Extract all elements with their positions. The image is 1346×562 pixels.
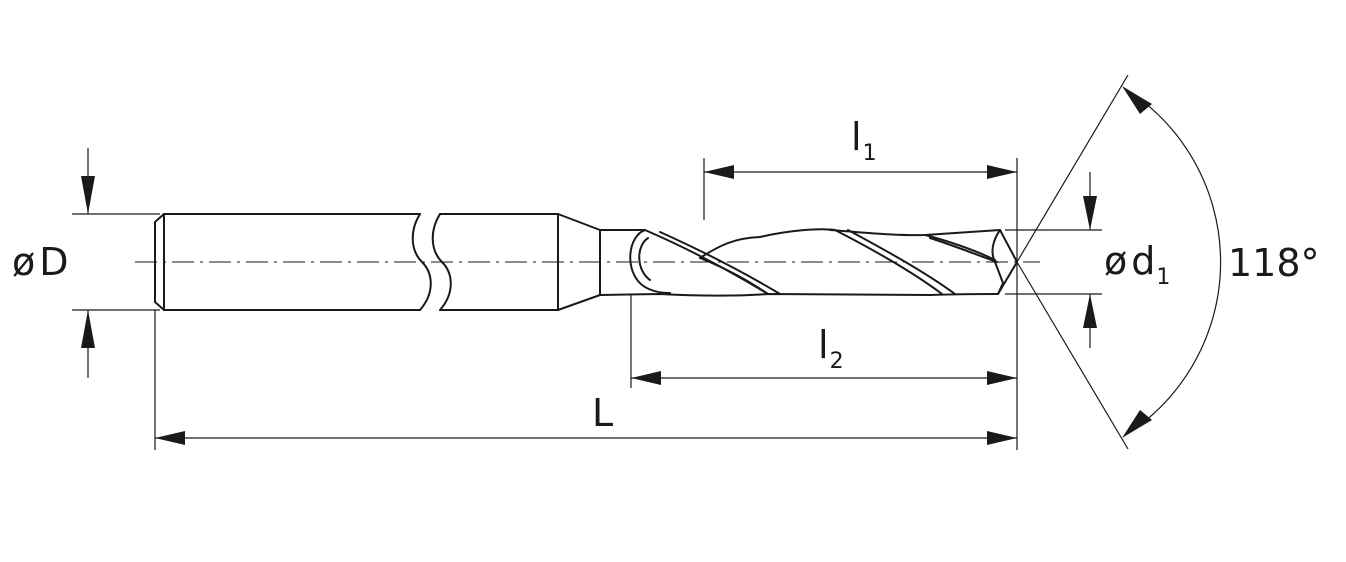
cutting-diameter-letter: d bbox=[1131, 239, 1155, 283]
dim-overall-length bbox=[154, 310, 1017, 450]
diameter-symbol-2: ø bbox=[1104, 239, 1127, 283]
flute-length-letter: l bbox=[851, 115, 862, 159]
cutting-diameter-sub: 1 bbox=[1156, 265, 1170, 290]
dim-body-length bbox=[630, 295, 1017, 388]
label-overall-length: L bbox=[592, 391, 613, 435]
dim-point-angle bbox=[1016, 74, 1222, 450]
label-body-length: l2 bbox=[818, 323, 844, 374]
shank bbox=[154, 213, 601, 311]
shank-diameter-letter: D bbox=[39, 240, 68, 284]
dim-shank-diameter bbox=[72, 148, 160, 378]
body-length-sub: 2 bbox=[830, 349, 844, 374]
label-point-angle: 118° bbox=[1228, 241, 1320, 285]
flute-length-sub: 1 bbox=[863, 141, 877, 166]
fluted-body bbox=[599, 228, 1018, 297]
dim-flute-length bbox=[703, 158, 1018, 450]
body-length-letter: l bbox=[818, 323, 829, 367]
label-flute-length: l1 bbox=[851, 115, 877, 166]
diameter-symbol: ø bbox=[12, 240, 35, 284]
dim-cutting-diameter bbox=[1005, 172, 1102, 348]
